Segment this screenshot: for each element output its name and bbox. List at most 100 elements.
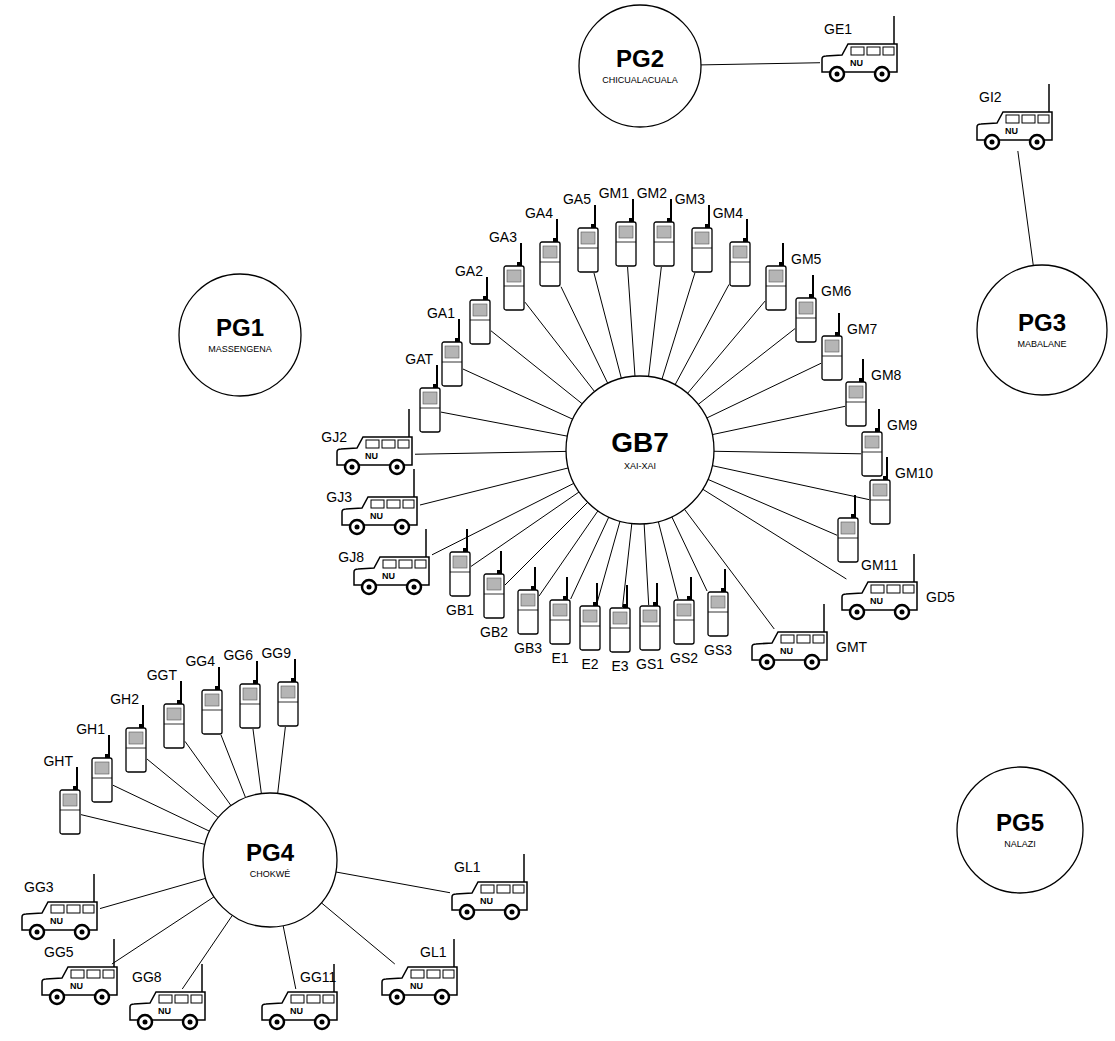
site-circle: PG4CHOKWÉ: [202, 792, 338, 928]
vehicle-unit: GE1NU: [820, 41, 900, 83]
radio-link: [658, 522, 678, 599]
radio-icon: [861, 431, 883, 477]
radio-link: [701, 63, 820, 65]
radio-link: [336, 872, 450, 893]
radio-link: [415, 451, 566, 454]
radio-icon: [125, 727, 147, 773]
radio-link: [594, 273, 621, 378]
unit-callsign: GB1: [446, 602, 474, 619]
unit-callsign: GG8: [132, 969, 162, 986]
radio-link: [644, 524, 649, 605]
vehicle-unit: GG5NU: [40, 964, 120, 1006]
vehicle-marking: NU: [365, 451, 378, 461]
radio-unit: GM6: [795, 297, 817, 343]
unit-callsign: GM3: [675, 191, 705, 208]
unit-callsign: GG6: [223, 647, 253, 664]
site-name: XAI-XAI: [624, 462, 656, 472]
radio-unit: E3: [609, 607, 631, 653]
radio-icon: [201, 689, 223, 735]
radio-icon: [549, 599, 571, 645]
vehicle-unit: GG11NU: [260, 989, 340, 1031]
radio-unit: GM10: [869, 479, 891, 525]
site-circle: PG3MABALANE: [976, 264, 1108, 396]
unit-callsign: GL1: [454, 859, 480, 876]
unit-callsign: GA5: [563, 191, 591, 208]
unit-callsign: GG4: [185, 653, 215, 670]
unit-callsign: GAT: [405, 351, 433, 368]
unit-callsign: GJ2: [321, 429, 347, 446]
radio-unit: GA1: [441, 341, 463, 387]
radio-link: [649, 267, 662, 376]
unit-callsign: GD5: [926, 589, 955, 606]
radio-link: [703, 489, 847, 579]
unit-callsign: GJ3: [326, 489, 352, 506]
radio-link: [712, 406, 845, 434]
unit-callsign: GS1: [636, 656, 664, 673]
radio-link: [675, 284, 729, 384]
radio-unit: GM7: [821, 335, 843, 381]
vehicle-marking: NU: [870, 596, 883, 606]
radio-link: [112, 897, 214, 964]
unit-callsign: GG11: [300, 969, 336, 986]
vehicle-unit: GJ8NU: [352, 554, 432, 596]
radio-icon: [707, 591, 729, 637]
radio-link: [539, 511, 598, 596]
radio-unit: GM11: [837, 517, 859, 563]
site-circle: PG5NALAZI: [956, 766, 1084, 894]
radio-unit: GM2: [653, 221, 675, 267]
vehicle-marking: NU: [850, 58, 863, 68]
radio-icon: [503, 265, 525, 311]
site-code: PG2: [616, 46, 664, 72]
unit-callsign: GG5: [44, 944, 74, 961]
unit-callsign: GM11: [861, 557, 898, 574]
radio-unit: GM8: [845, 381, 867, 427]
radio-unit: E1: [549, 599, 571, 645]
vehicle-unit: GL1NU: [450, 879, 530, 921]
radio-unit: GHT: [59, 789, 81, 835]
unit-callsign: GS3: [704, 642, 732, 659]
unit-callsign: GM4: [713, 205, 743, 222]
radio-link: [1018, 151, 1033, 266]
unit-callsign: E2: [581, 656, 598, 673]
radio-link: [471, 492, 579, 566]
radio-icon: [441, 341, 463, 387]
radio-link: [672, 517, 707, 591]
radio-unit: GB3: [517, 589, 539, 635]
radio-unit: GA4: [539, 241, 561, 287]
site-circle: GB7XAI-XAI: [565, 375, 715, 525]
radio-icon: [691, 227, 713, 273]
unit-callsign: GA4: [525, 205, 553, 222]
radio-icon: [577, 227, 599, 273]
radio-link: [253, 729, 261, 794]
radio-icon: [765, 265, 787, 311]
radio-link: [278, 727, 286, 793]
radio-icon: [673, 599, 695, 645]
radio-icon: [449, 551, 471, 597]
vehicle-marking: NU: [50, 916, 63, 926]
radio-unit: GA2: [469, 299, 491, 345]
radio-link: [571, 517, 609, 599]
unit-callsign: GM5: [791, 251, 821, 268]
radio-unit: GS1: [639, 605, 661, 651]
radio-icon: [615, 221, 637, 267]
vehicle-marking: NU: [290, 1006, 303, 1016]
unit-callsign: GM6: [821, 283, 851, 300]
unit-callsign: GA2: [455, 263, 483, 280]
radio-unit: GB1: [449, 551, 471, 597]
radio-link: [698, 329, 795, 405]
radio-link: [688, 301, 765, 393]
radio-icon: [609, 607, 631, 653]
radio-link: [81, 815, 205, 845]
radio-unit: GG6: [239, 683, 261, 729]
site-code: PG4: [246, 840, 294, 866]
radio-link: [185, 741, 231, 805]
radio-link: [662, 273, 695, 379]
vehicle-marking: NU: [1005, 126, 1018, 136]
radio-unit: GM4: [729, 241, 751, 287]
unit-callsign: GS2: [670, 650, 698, 667]
unit-callsign: E1: [551, 650, 568, 667]
radio-unit: GM1: [615, 221, 637, 267]
radio-link: [321, 903, 394, 964]
site-name: MASSENGENA: [208, 345, 272, 355]
radio-link: [714, 451, 861, 454]
